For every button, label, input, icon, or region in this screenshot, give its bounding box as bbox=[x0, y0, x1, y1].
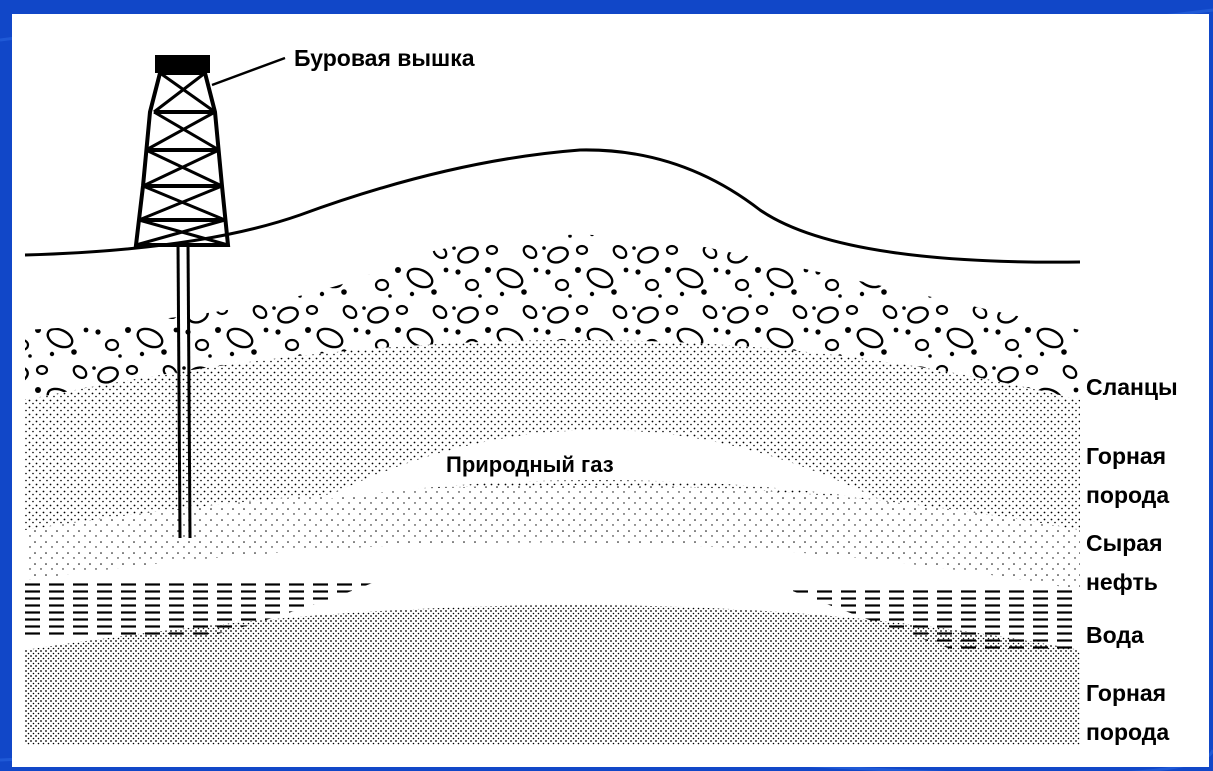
diagram-panel bbox=[12, 14, 1209, 767]
upper-rock-label: Горная порода bbox=[1086, 437, 1206, 515]
water-label: Вода bbox=[1086, 621, 1144, 649]
natural-gas-label: Природный газ bbox=[446, 451, 614, 479]
oil-gas-deposit-diagram bbox=[12, 14, 1209, 767]
lower-rock-label: Горная порода bbox=[1086, 674, 1206, 752]
rig-label-leader-line bbox=[212, 58, 285, 85]
shale-label: Сланцы bbox=[1086, 373, 1178, 401]
drilling-rig-label: Буровая вышка bbox=[294, 44, 475, 72]
crude-oil-label: Сырая нефть bbox=[1086, 524, 1206, 602]
